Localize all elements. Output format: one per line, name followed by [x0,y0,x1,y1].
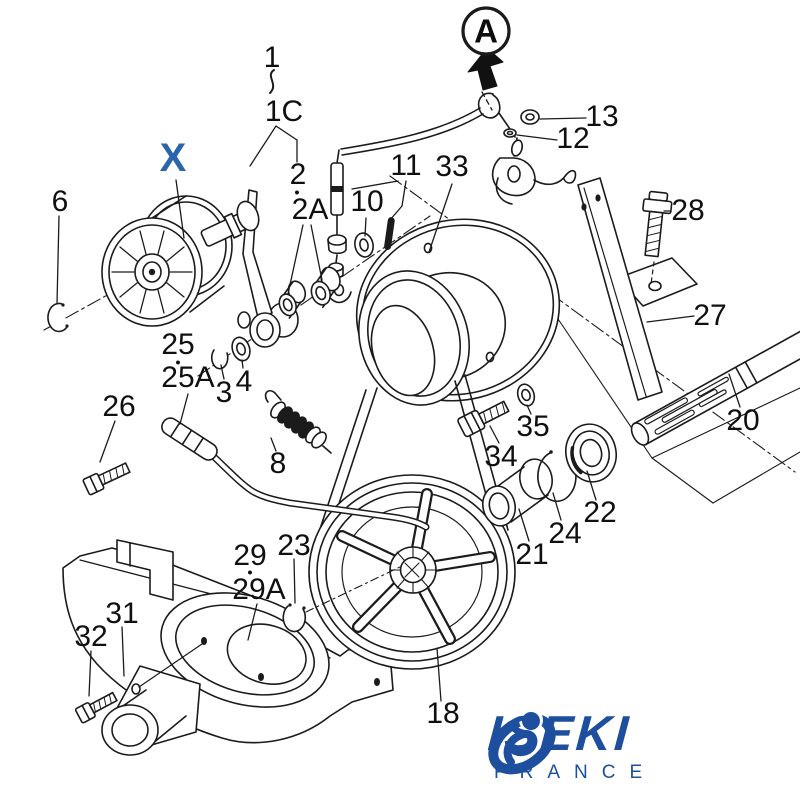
iseki-logo-icon [488,708,556,775]
bolt-26 [82,462,131,496]
pto-shaft [630,308,800,446]
clutch-cable [340,92,516,156]
sleeve-21 [482,458,553,527]
leader-lines [56,91,741,702]
snap-ring-3 [210,349,229,370]
washer-10 [354,232,374,258]
pin-11 [384,217,395,250]
brand-name: ISEKI [486,707,633,761]
brand-logo: ISEKI FRANCE [484,700,790,792]
belt-upper-loop [358,270,470,406]
idler-arm-assembly [237,189,341,348]
washer-35 [516,383,536,407]
snap-ring-6 [47,302,69,333]
range-squiggle [269,69,275,94]
flanged-bushing [101,643,203,756]
bolt-34 [457,400,510,438]
view-marker-label: A [474,12,498,50]
tension-lever [491,109,577,205]
lower-pulley [308,474,516,670]
support-bracket [577,177,663,401]
housing-hole [423,242,433,254]
arrow-up-icon [467,47,504,91]
brake-rod [161,417,430,531]
tension-spring [264,389,332,454]
bolt-32 [74,691,118,724]
snap-ring-23 [282,565,403,633]
housing-hole [485,351,495,363]
bolt-28 [642,190,673,258]
bearing-22 [565,423,617,483]
tensioner-pulley [101,195,260,327]
washer-4 [231,336,251,362]
view-marker-circle [461,6,511,56]
